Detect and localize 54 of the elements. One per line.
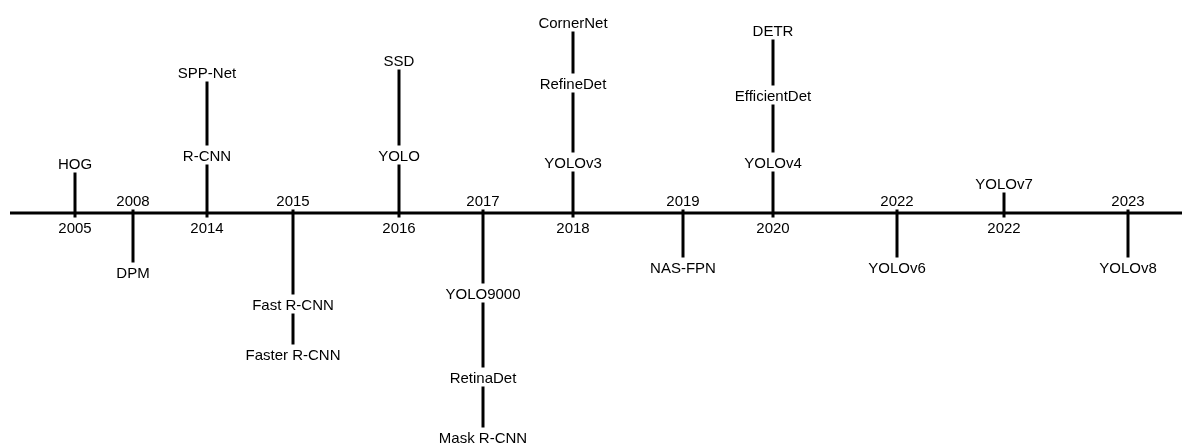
connector-line bbox=[291, 313, 295, 345]
connector-line bbox=[771, 39, 775, 86]
year-label: 2020 bbox=[756, 219, 790, 235]
year-label: 2019 bbox=[666, 192, 700, 208]
method-label: DPM bbox=[116, 264, 150, 280]
method-label: SSD bbox=[383, 52, 415, 68]
method-label: YOLO9000 bbox=[445, 285, 521, 301]
year-label: 2022 bbox=[880, 192, 914, 208]
method-label: YOLOv4 bbox=[744, 154, 802, 170]
connector-line bbox=[1002, 192, 1006, 218]
method-label: RetinaDet bbox=[449, 369, 517, 385]
connector-line bbox=[397, 69, 401, 146]
connector-line bbox=[1126, 209, 1130, 258]
method-label: Faster R-CNN bbox=[245, 346, 341, 362]
connector-line bbox=[681, 209, 685, 258]
connector-line bbox=[771, 104, 775, 153]
method-label: SPP-Net bbox=[177, 64, 237, 80]
year-label: 2014 bbox=[190, 219, 224, 235]
connector-line bbox=[895, 209, 899, 258]
connector-line bbox=[481, 209, 485, 284]
connector-line bbox=[131, 209, 135, 263]
method-label: YOLOv8 bbox=[1099, 259, 1157, 275]
connector-line bbox=[205, 81, 209, 146]
connector-line bbox=[481, 302, 485, 368]
connector-line bbox=[771, 171, 775, 218]
method-label: EfficientDet bbox=[734, 87, 812, 103]
year-label: 2015 bbox=[276, 192, 310, 208]
method-label: HOG bbox=[57, 155, 93, 171]
method-label: Fast R-CNN bbox=[252, 296, 334, 312]
year-label: 2005 bbox=[58, 219, 92, 235]
method-label: CornerNet bbox=[538, 14, 608, 30]
connector-line bbox=[73, 172, 77, 218]
connector-line bbox=[571, 92, 575, 153]
year-label: 2017 bbox=[466, 192, 500, 208]
method-label: DETR bbox=[752, 22, 794, 38]
connector-line bbox=[291, 209, 295, 295]
connector-line bbox=[481, 386, 485, 428]
connector-line bbox=[571, 171, 575, 218]
method-label: Mask R-CNN bbox=[438, 429, 528, 445]
method-label: RefineDet bbox=[539, 75, 607, 91]
connector-line bbox=[397, 164, 401, 218]
year-label: 2018 bbox=[556, 219, 590, 235]
method-label: NAS-FPN bbox=[650, 259, 716, 275]
year-label: 2008 bbox=[116, 192, 150, 208]
year-label: 2016 bbox=[382, 219, 416, 235]
year-label: 2023 bbox=[1111, 192, 1145, 208]
connector-line bbox=[205, 164, 209, 218]
method-label: R-CNN bbox=[182, 147, 232, 163]
method-label: YOLOv6 bbox=[868, 259, 926, 275]
year-label: 2022 bbox=[987, 219, 1021, 235]
method-label: YOLOv3 bbox=[544, 154, 602, 170]
connector-line bbox=[571, 31, 575, 74]
method-label: YOLOv7 bbox=[975, 175, 1033, 191]
method-label: YOLO bbox=[378, 147, 420, 163]
